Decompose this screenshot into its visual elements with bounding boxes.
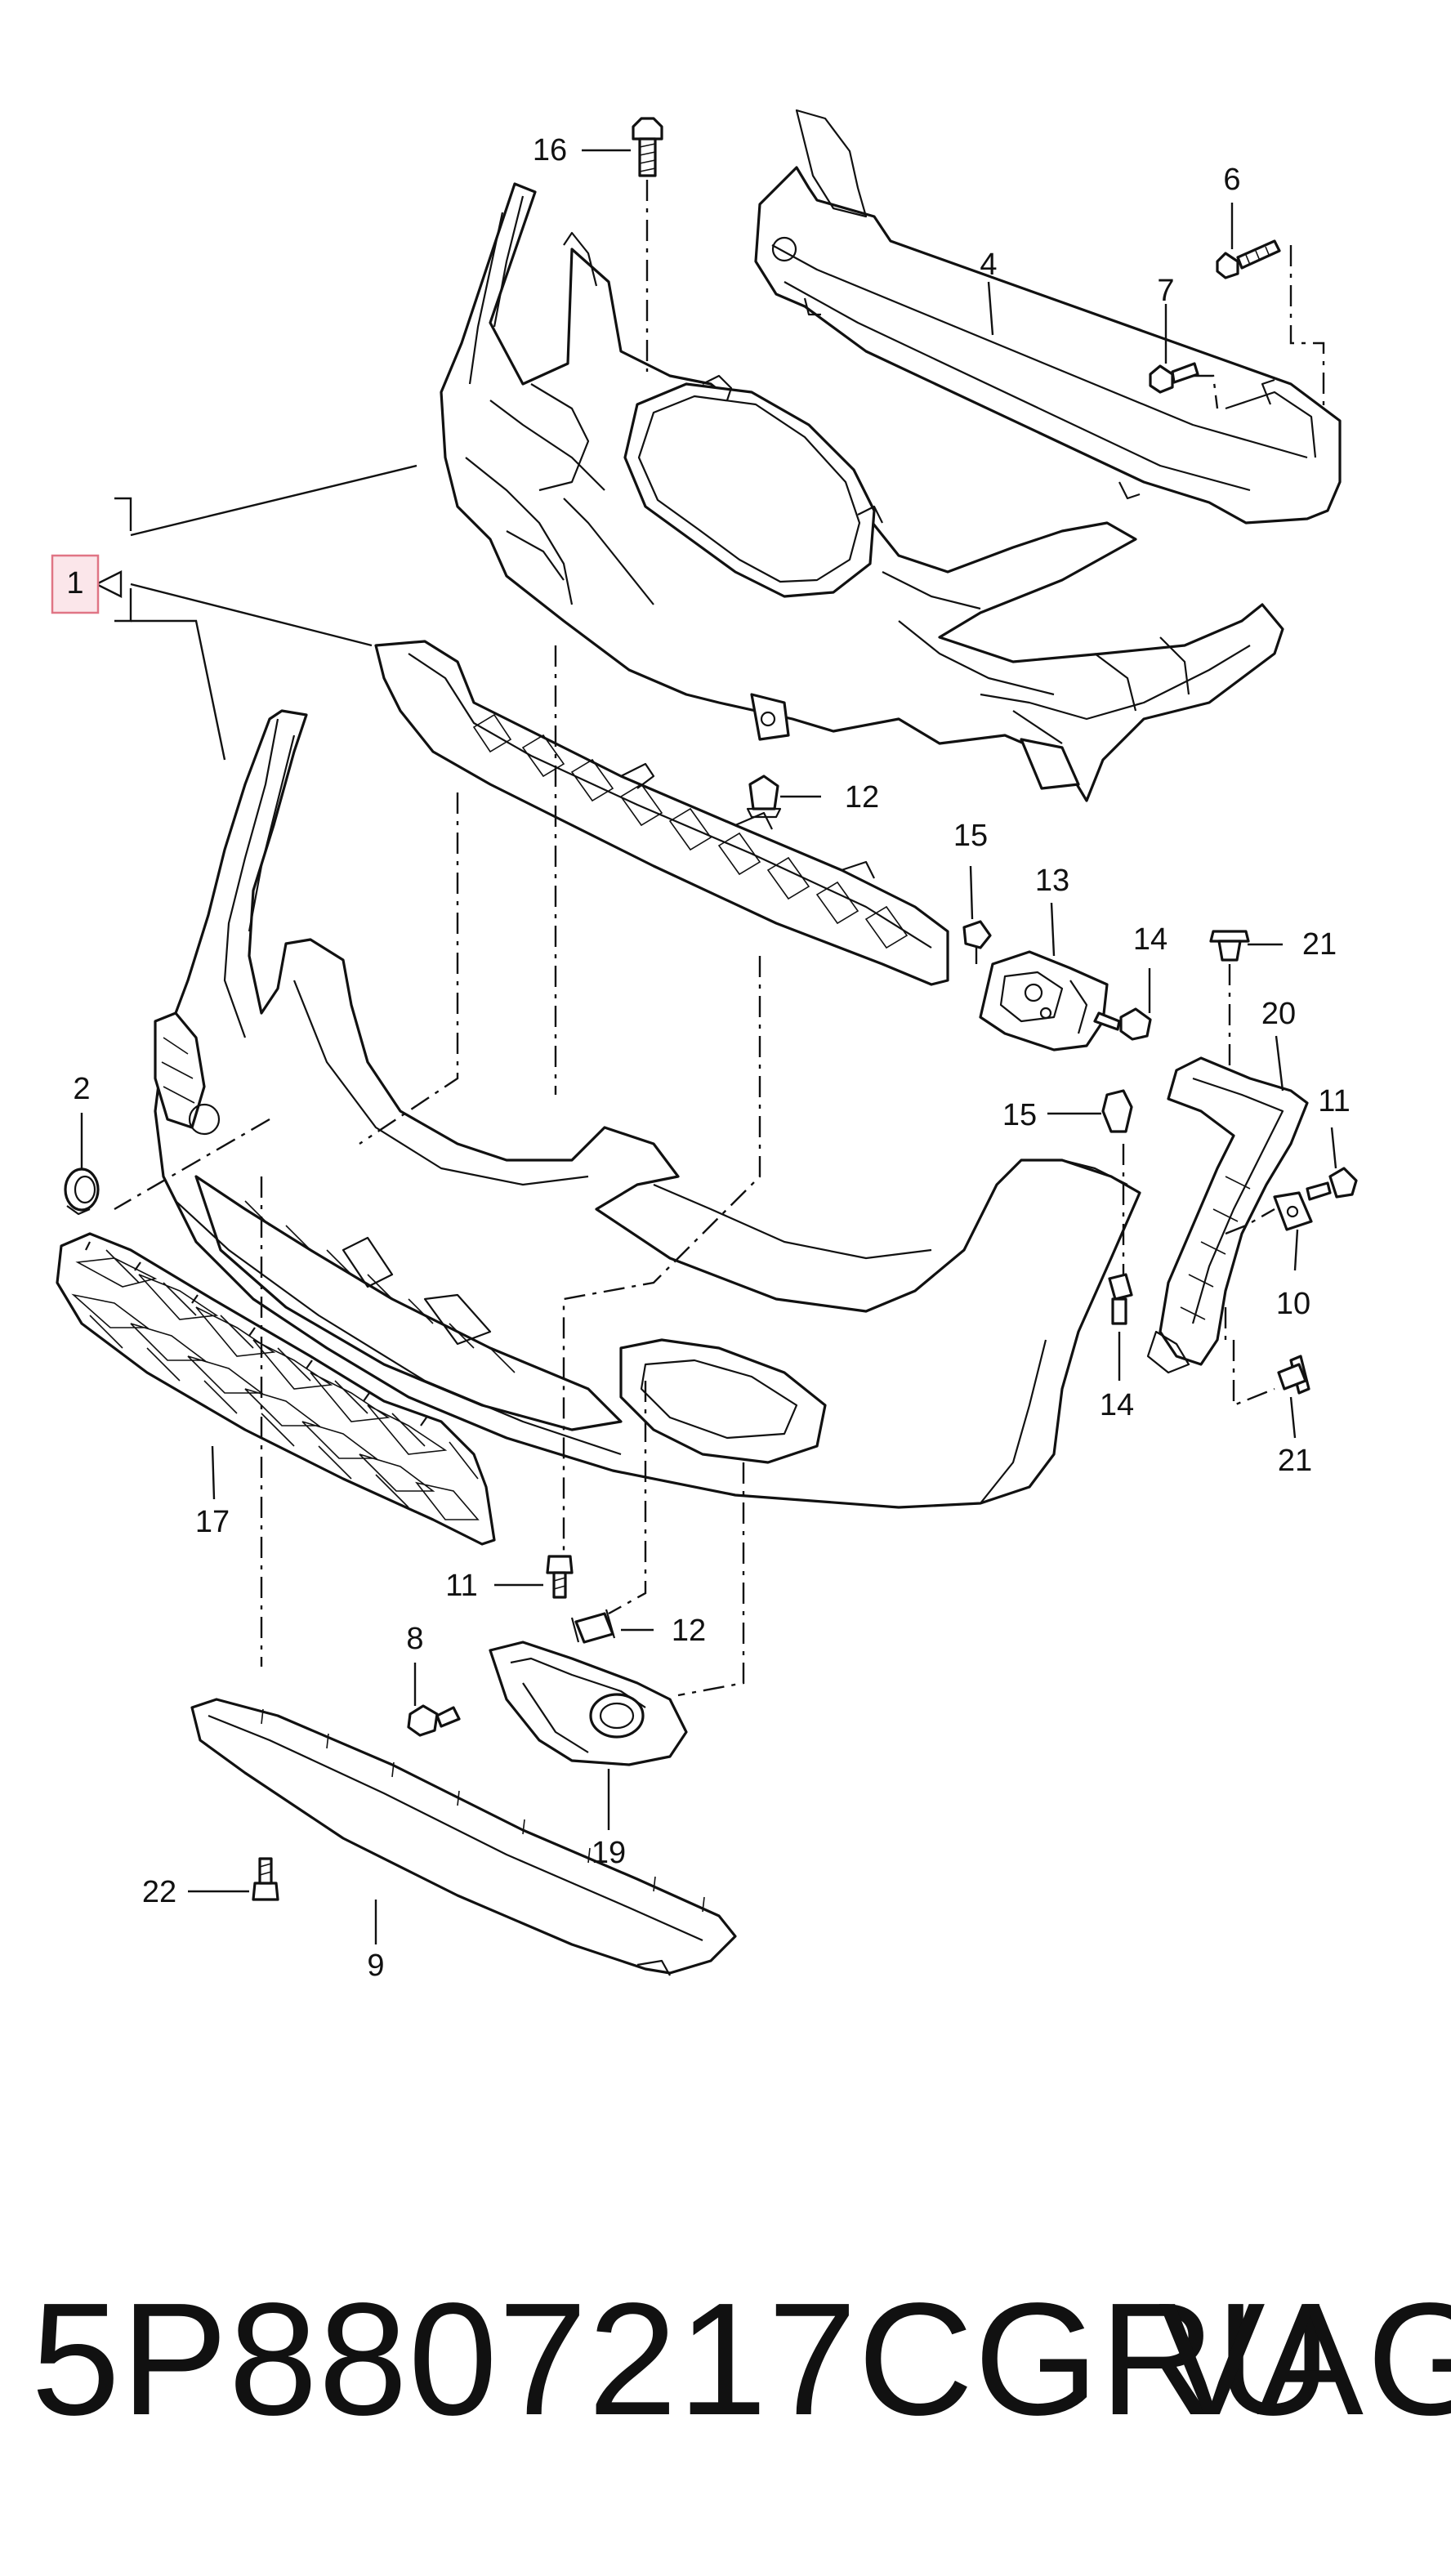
callout-1[interactable]: 1 <box>66 566 83 600</box>
callout-14-upper[interactable]: 14 <box>1133 922 1167 957</box>
screw-11-center-part <box>546 1555 574 1599</box>
rivet-21-lower-part <box>1277 1355 1310 1395</box>
clip-15-lower-part <box>1101 1089 1133 1133</box>
callout-21-lower[interactable]: 21 <box>1278 1444 1312 1478</box>
callout-2[interactable]: 2 <box>73 1072 90 1106</box>
callout-14-lower[interactable]: 14 <box>1100 1388 1134 1422</box>
screw-11-right-part <box>1306 1167 1358 1201</box>
callout-7[interactable]: 7 <box>1157 274 1174 308</box>
callout-19[interactable]: 19 <box>592 1836 626 1870</box>
clip-12-upper-part <box>746 775 782 819</box>
lower-spoiler-9-part <box>190 1698 737 1976</box>
bolt-6-part <box>1216 239 1281 279</box>
side-bracket-20-part <box>1146 1056 1309 1374</box>
lower-grille-part <box>56 1232 496 1546</box>
callout-17[interactable]: 17 <box>195 1505 230 1539</box>
callout-4[interactable]: 4 <box>980 248 997 282</box>
screw-22-part <box>252 1857 279 1901</box>
callout-11-center[interactable]: 11 <box>445 1569 477 1603</box>
bolt-16-part <box>632 117 663 177</box>
callout-22[interactable]: 22 <box>142 1875 176 1909</box>
clip-12-lower-part <box>570 1609 616 1644</box>
callout-15-upper[interactable]: 15 <box>953 819 988 853</box>
assembly-lines <box>114 180 1325 1697</box>
clip-15-upper-part <box>962 920 992 949</box>
callout-12-lower[interactable]: 12 <box>672 1614 706 1648</box>
screw-14-lower-part <box>1108 1273 1133 1325</box>
clip-10-part <box>1273 1191 1313 1231</box>
reinforcement-beam-part <box>754 109 1342 525</box>
screw-14-upper-part <box>1093 1007 1152 1041</box>
screw-8-part <box>407 1704 461 1737</box>
callout-8[interactable]: 8 <box>406 1622 423 1656</box>
rivet-21-upper-part <box>1209 930 1250 962</box>
callout-15-lower[interactable]: 15 <box>1002 1098 1037 1132</box>
guide-bracket-13-part <box>979 950 1109 1051</box>
callout-21-upper[interactable]: 21 <box>1302 927 1337 962</box>
callout-1-highlight[interactable] <box>51 554 100 614</box>
callout-9[interactable]: 9 <box>367 1949 384 1983</box>
leader-lines <box>80 149 1337 1944</box>
callout-10[interactable]: 10 <box>1276 1287 1310 1321</box>
footer: 5P8807217CGRU VAG <box>0 2279 1451 2492</box>
tow-cover-part <box>64 1167 100 1216</box>
fog-bezel-19-part <box>489 1641 688 1766</box>
callout-13[interactable]: 13 <box>1035 864 1069 898</box>
callout-labels: 1 16 6 4 7 12 15 13 14 21 20 2 11 15 10 … <box>66 133 1350 1983</box>
brand-label: VAG <box>1159 2270 1451 2449</box>
callout-12-upper[interactable]: 12 <box>845 780 879 815</box>
part-number: 5P8807217CGRU <box>31 2270 1333 2449</box>
callout-6[interactable]: 6 <box>1223 163 1240 197</box>
callout-20[interactable]: 20 <box>1261 997 1296 1031</box>
front-mounting-frame-part <box>440 182 1284 802</box>
impact-absorber-part <box>374 640 949 986</box>
callout-16[interactable]: 16 <box>533 133 567 167</box>
bolt-7-part <box>1149 362 1199 394</box>
bumper-cover-part <box>154 709 1141 1509</box>
callout-11-right[interactable]: 11 <box>1318 1084 1350 1118</box>
